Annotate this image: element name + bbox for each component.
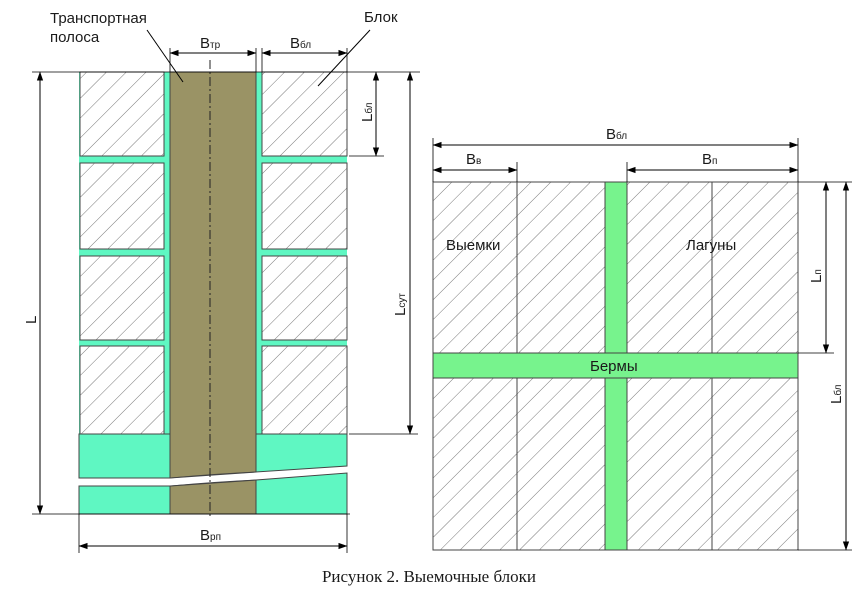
right-diagram: Выемки Лагуны Бермы Bбл Bв Bп Lп Lбл xyxy=(432,126,852,551)
transport-strip-upper xyxy=(169,71,257,479)
block-hatch xyxy=(262,256,347,340)
teal-section-right-lower xyxy=(255,472,348,515)
teal-section-left-upper xyxy=(78,433,171,479)
label-bermy: Бермы xyxy=(590,358,638,375)
label-transport: Транспортная xyxy=(50,10,147,27)
label-laguny: Лагуны xyxy=(686,237,736,254)
label-lbl: Lбл xyxy=(359,102,376,122)
label-brp: Bрп xyxy=(200,527,221,544)
break-lines xyxy=(169,471,257,487)
teal-section-left-lower xyxy=(78,485,171,515)
block-hatch xyxy=(80,346,164,434)
teal-section-right-upper xyxy=(255,433,348,473)
label-block: Блок xyxy=(364,9,398,26)
label-bv: Bв xyxy=(466,151,481,168)
leader-transport xyxy=(146,29,184,83)
right-block-column xyxy=(261,71,348,435)
label-lsut: Lсут xyxy=(392,293,409,316)
block-hatch xyxy=(262,163,347,249)
label-right-bbl: Bбл xyxy=(606,126,627,143)
label-lp: Lп xyxy=(808,269,825,283)
block-hatch xyxy=(262,72,347,156)
label-btr: Bтр xyxy=(200,35,221,52)
label-bbl-top: Bбл xyxy=(290,35,311,52)
label-right-lbl: Lбл xyxy=(828,384,845,404)
label-bp: Bп xyxy=(702,151,717,168)
left-diagram: Bтр Bбл Транспортная полоса Блок Lбл Lсу… xyxy=(23,9,420,553)
label-l: L xyxy=(23,316,40,324)
figure-caption: Рисунок 2. Выемочные блоки xyxy=(322,567,536,586)
block-hatch xyxy=(262,346,347,434)
left-block-column xyxy=(79,71,165,435)
block-hatch xyxy=(80,72,164,156)
block-hatch xyxy=(80,256,164,340)
berm-cross-center xyxy=(606,354,626,377)
label-vyemki: Выемки xyxy=(446,237,500,254)
block-hatch xyxy=(80,163,164,249)
label-transport-2: полоса xyxy=(50,29,100,46)
leader-block xyxy=(317,29,371,87)
